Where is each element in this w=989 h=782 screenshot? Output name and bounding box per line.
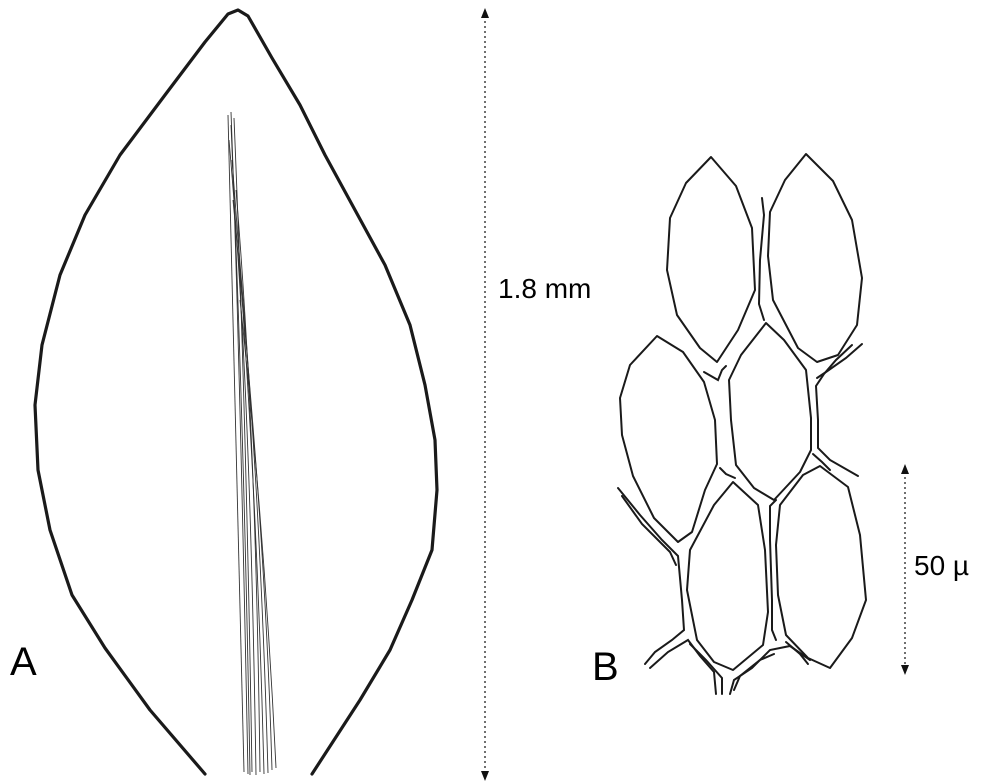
scale-arrow-down-icon <box>901 665 909 675</box>
cell-wall <box>618 488 684 664</box>
panel-label-b: B <box>592 645 619 689</box>
cell-wall <box>817 344 862 378</box>
panel-label-a: A <box>10 640 37 684</box>
cell-network <box>618 154 866 694</box>
cell <box>768 154 862 362</box>
cell-scale-bar <box>901 464 909 675</box>
scale-arrow-up-icon <box>901 464 909 474</box>
cell <box>776 466 866 668</box>
leaf-costa <box>228 112 276 775</box>
cell-wall <box>770 500 776 640</box>
cell-length-label: 50 µ <box>914 550 969 581</box>
cell-wall <box>759 198 764 320</box>
cell <box>667 157 755 362</box>
cell-wall <box>720 468 735 478</box>
leaf-drawing <box>35 10 437 775</box>
leaf-scale-bar <box>481 8 489 781</box>
leaf-outline <box>35 10 437 774</box>
cell-wall <box>704 366 726 380</box>
cell-wall <box>734 654 774 690</box>
scale-arrow-up-icon <box>481 8 489 18</box>
leaf-length-label: 1.8 mm <box>498 273 591 304</box>
scale-arrow-down-icon <box>481 771 489 781</box>
cell <box>620 336 717 542</box>
